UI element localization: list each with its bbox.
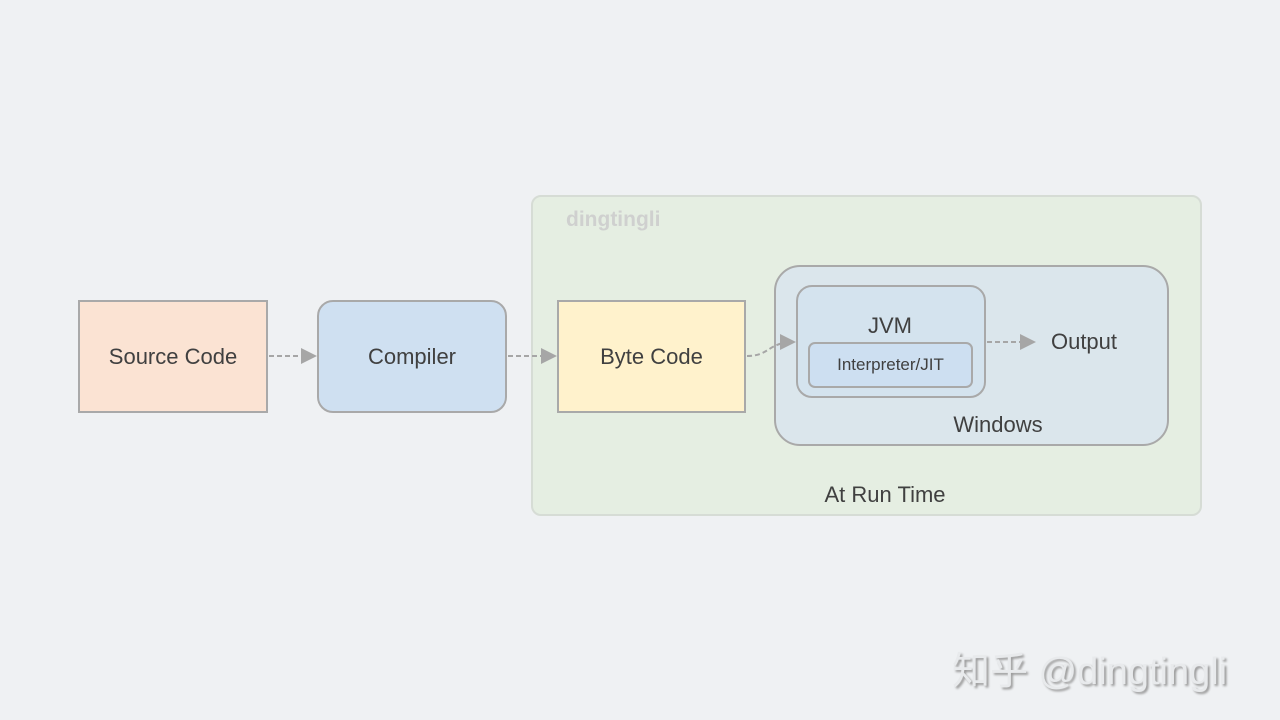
runtime-label: At Run Time xyxy=(824,482,946,507)
windows-label: Windows xyxy=(953,412,1043,437)
inner-watermark: dingtingli xyxy=(566,208,661,231)
source-code-node: Source Code xyxy=(78,300,268,413)
output-label: Output xyxy=(1050,329,1118,354)
corner-watermark: 知乎 @dingtingli xyxy=(952,651,1228,693)
source-code-label: Source Code xyxy=(108,343,238,369)
interpreter-jit-node: Interpreter/JIT xyxy=(808,342,973,388)
byte-code-node: Byte Code xyxy=(557,300,746,413)
jvm-label: JVM xyxy=(868,313,912,338)
compiler-label: Compiler xyxy=(367,343,457,369)
interpreter-jit-label: Interpreter/JIT xyxy=(837,355,944,374)
arrow-bytecode-to-jvm xyxy=(746,334,796,357)
compiler-node: Compiler xyxy=(317,300,507,413)
byte-code-label: Byte Code xyxy=(600,343,703,369)
